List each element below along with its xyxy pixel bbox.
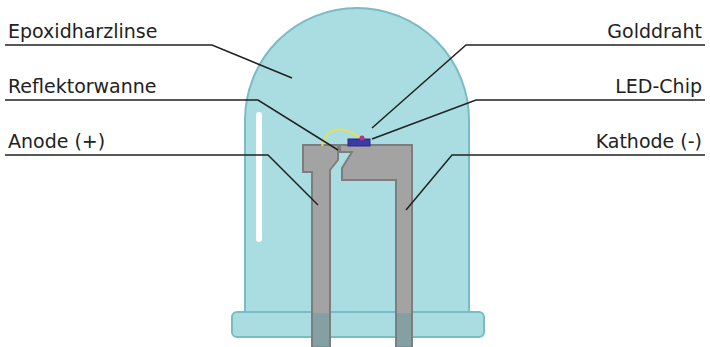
leader-line — [5, 155, 318, 205]
lens-flange — [232, 312, 484, 337]
leader-line — [5, 45, 292, 78]
part-label: Epoxidharzlinse — [8, 20, 157, 42]
led-chip — [348, 139, 370, 146]
leader-lines — [5, 45, 705, 210]
leader-line — [406, 155, 705, 210]
part-label: LED-Chip — [615, 75, 702, 97]
part-label: Kathode (-) — [596, 130, 702, 152]
leader-line — [372, 45, 705, 128]
cathode-lead-lower — [397, 313, 411, 347]
chip-contact — [360, 136, 365, 141]
part-label: Golddraht — [607, 20, 702, 42]
anode-lead-lower — [313, 313, 329, 347]
part-label: Anode (+) — [8, 130, 105, 152]
part-label: Reflektorwanne — [8, 75, 157, 97]
anode-lead — [303, 145, 338, 347]
cathode-lead — [340, 145, 412, 347]
lens-highlight — [256, 112, 262, 242]
